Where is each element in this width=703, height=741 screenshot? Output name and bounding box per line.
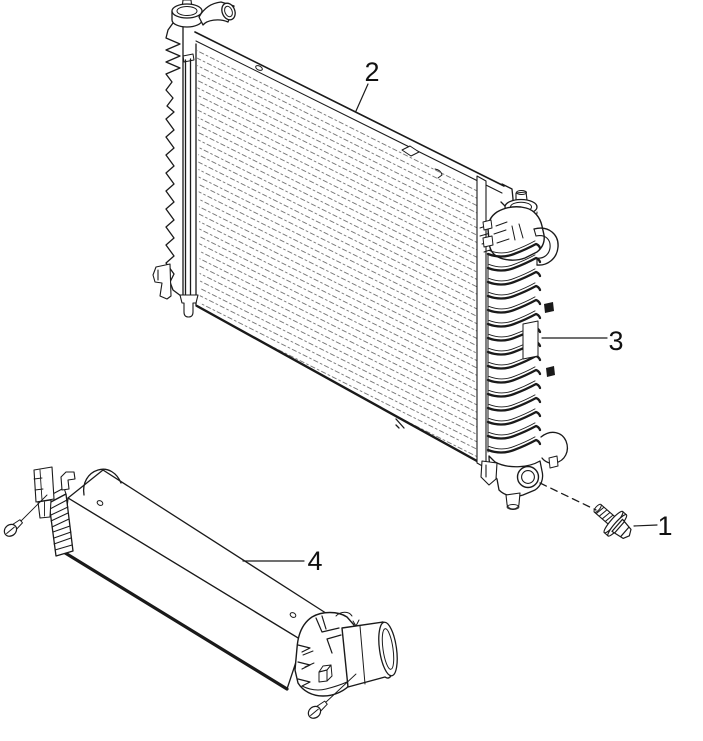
intercooler-top-hump — [82, 468, 122, 496]
bolt-axis-dashed-line — [539, 482, 597, 511]
bolt-hex-head — [611, 518, 632, 540]
side-tank-port-inner — [521, 470, 535, 484]
end-cap-strap — [315, 615, 342, 654]
callout-4[interactable]: 4 — [242, 546, 323, 576]
intercooler-end-tank-ribs — [49, 499, 73, 551]
callout-2[interactable]: 2 — [355, 57, 380, 112]
side-tank-hose-loop — [533, 227, 559, 266]
side-tank-sketch-lines — [493, 221, 524, 244]
bottom-edge-clip — [395, 418, 405, 429]
side-tank-lower-outlet — [540, 431, 569, 469]
callout-2-label: 2 — [364, 57, 379, 87]
radiator-core-fins — [197, 46, 478, 461]
radiator-right-channel — [476, 175, 487, 469]
intercooler-right-screw — [307, 673, 357, 719]
intercooler-left-screw — [3, 494, 48, 537]
radiator-upper-hose-outlet — [198, 1, 236, 26]
radiator-filler-neck — [171, 0, 203, 28]
radiator-left-tank — [165, 22, 184, 297]
side-tank-left-tabs — [482, 219, 494, 248]
intercooler-outlet-duct — [335, 611, 398, 688]
radiator-drain-plug — [179, 294, 199, 318]
end-cap-sketch — [301, 650, 348, 691]
callout-2-leader — [355, 83, 369, 112]
callout-4-label: 4 — [307, 546, 322, 576]
side-tank-left-foot — [480, 460, 498, 486]
intercooler-hole-right — [289, 612, 297, 618]
radiator-core-bottom-edge — [195, 304, 488, 468]
callout-3-label: 3 — [608, 326, 623, 356]
intercooler-bottom-shadow — [60, 549, 289, 691]
callout-3[interactable]: 3 — [541, 326, 624, 356]
callout-1[interactable]: 1 — [633, 511, 673, 541]
end-cap-cube — [318, 664, 333, 683]
side-tank-port — [516, 465, 540, 489]
side-tank-right-tab — [544, 302, 554, 313]
intercooler-hole-left — [96, 500, 104, 506]
callout-1-label: 1 — [657, 511, 672, 541]
intercooler-left-bracket — [33, 466, 55, 519]
side-tank-label-patch — [522, 320, 539, 360]
side-tank-bottom-stub — [505, 492, 521, 510]
mounting-bolt-illustration — [593, 503, 632, 540]
radiator-side-tank-illustration — [480, 190, 569, 510]
radiator-illustration — [152, 0, 514, 469]
radiator-side-bracket — [152, 263, 172, 300]
side-tank-right-tab-2 — [546, 366, 555, 377]
intercooler-hook-tab — [60, 471, 76, 491]
intercooler-illustration — [3, 466, 398, 719]
side-tank-ribs — [486, 240, 542, 454]
callout-1-leader — [633, 524, 658, 527]
radiator-left-channel — [182, 53, 195, 302]
